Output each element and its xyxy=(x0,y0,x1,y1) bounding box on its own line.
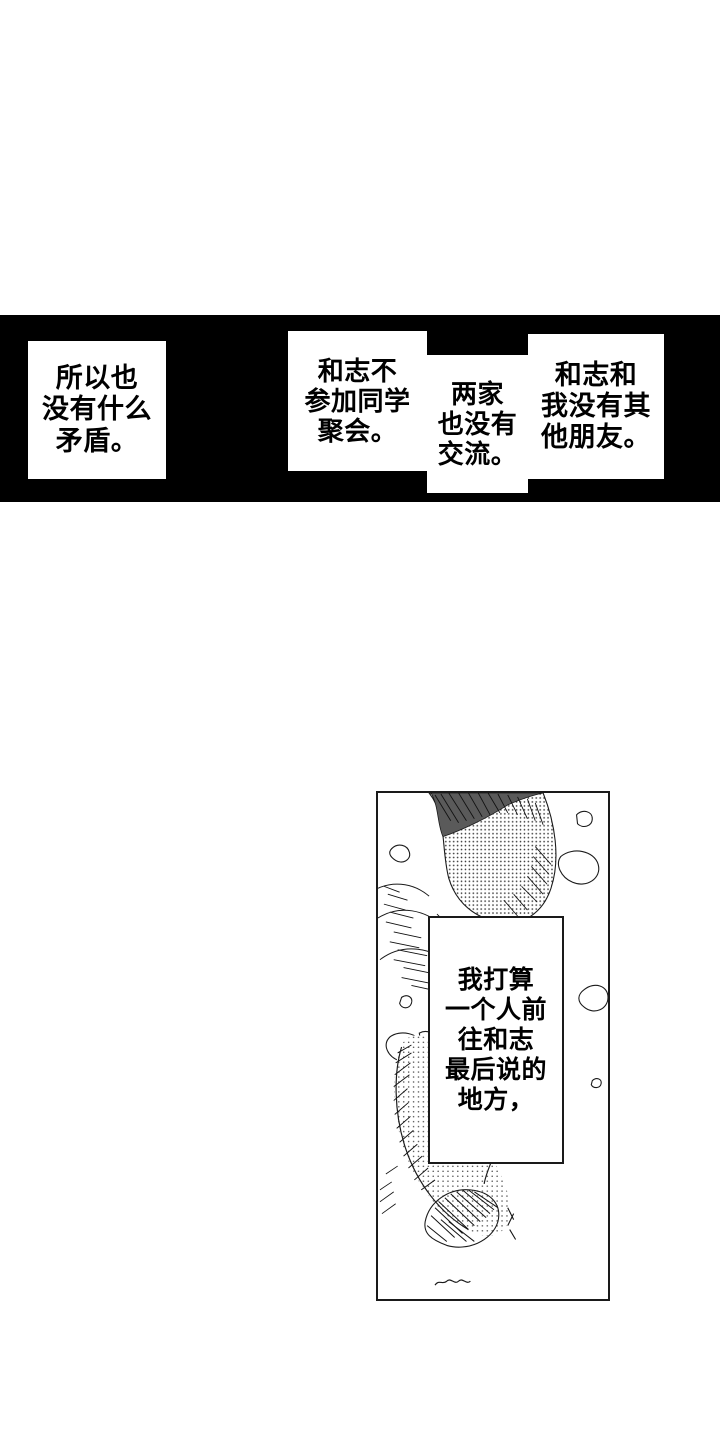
caption-box-1: 所以也 没有什么 矛盾。 xyxy=(28,341,166,479)
panel-caption-box: 我打算 一个人前 往和志 最后说的 地方， xyxy=(428,916,564,1164)
caption-box-3: 两家 也没有 交流。 xyxy=(427,355,528,493)
caption-box-4: 和志和 我没有其 他朋友。 xyxy=(528,334,664,479)
caption-box-2: 和志不 参加同学 聚会。 xyxy=(288,331,427,471)
